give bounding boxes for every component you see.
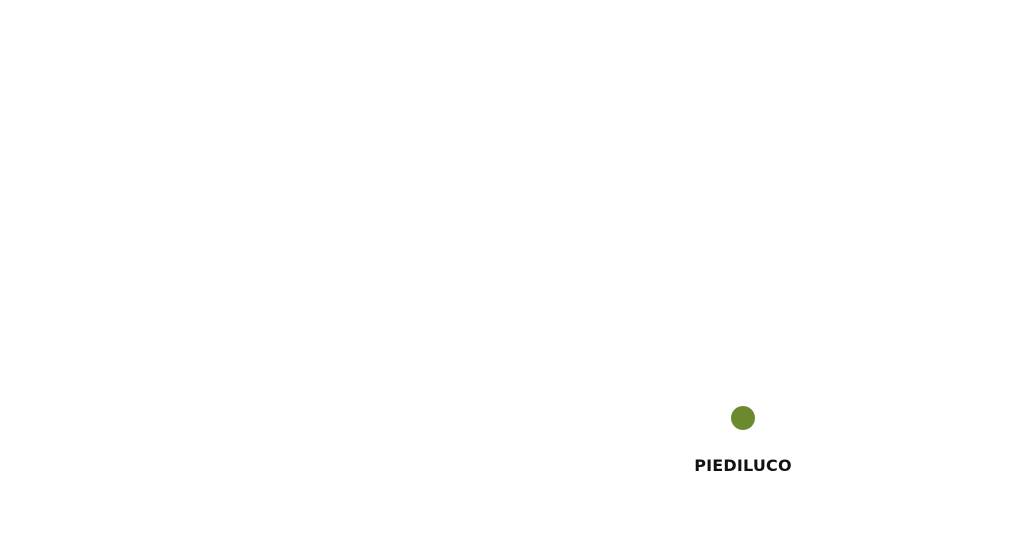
location-label: PIEDILUCO	[694, 456, 792, 475]
circle-marker-icon[interactable]	[731, 406, 755, 430]
